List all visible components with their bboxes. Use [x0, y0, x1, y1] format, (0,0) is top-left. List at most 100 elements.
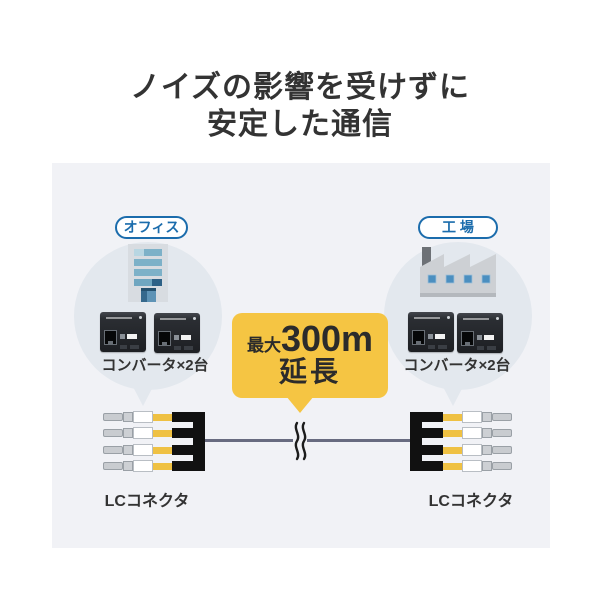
converter-detail	[477, 335, 482, 340]
converter-detail	[487, 346, 496, 350]
lc-connector-icon	[103, 427, 205, 439]
converter-label-chip	[484, 335, 494, 340]
converter-count-label: コンバータ×2台	[403, 357, 511, 374]
factory-halo-tail	[440, 381, 466, 406]
converter-led	[139, 316, 142, 319]
rj45-port-icon	[158, 331, 171, 346]
lc-fanout-arm	[172, 445, 205, 455]
lc-fanout-arm	[172, 461, 205, 471]
lc-fiber	[153, 462, 172, 470]
lc-connector-label: LCコネクタ	[428, 493, 514, 510]
page-title: ノイズの影響を受けずに 安定した通信	[0, 69, 600, 143]
lc-fanout-arm	[410, 412, 443, 422]
converter-led	[447, 316, 450, 319]
media-converter-icon	[154, 313, 200, 353]
converter-print	[106, 317, 132, 319]
converter-detail	[174, 335, 179, 340]
lc-connector-icon	[410, 411, 512, 423]
lc-fiber	[153, 413, 172, 421]
converter-label-chip	[181, 335, 191, 340]
lc-connector-icon	[103, 460, 205, 472]
lc-body	[133, 411, 153, 423]
media-converter-icon	[100, 312, 146, 352]
converter-label-chip	[435, 334, 445, 339]
media-converter-icon	[408, 312, 454, 352]
lc-fanout-arm	[410, 445, 443, 455]
converter-led	[496, 317, 499, 320]
factory-window	[481, 274, 491, 284]
lc-connector-icon	[103, 444, 205, 456]
lc-boot	[103, 413, 123, 421]
lc-body	[133, 444, 153, 456]
fiber-cable-line	[307, 439, 410, 442]
factory-window	[445, 274, 455, 284]
diagram-panel: オフィス 工 場	[52, 163, 550, 548]
lc-fanout-bar	[193, 412, 205, 470]
lc-boot	[492, 413, 512, 421]
factory-window	[427, 274, 437, 284]
lc-latch	[123, 461, 133, 471]
lc-boot	[492, 462, 512, 470]
lc-fiber	[443, 413, 462, 421]
rj45-port-icon	[461, 331, 474, 346]
converter-print	[414, 317, 440, 319]
lc-connector-icon	[410, 460, 512, 472]
lc-fiber	[443, 446, 462, 454]
building-window	[134, 279, 162, 286]
title-line-1: ノイズの影響を受けずに	[129, 71, 471, 104]
factory-label-pill: 工 場	[418, 216, 498, 239]
max-prefix: 最大	[246, 336, 281, 355]
lc-boot	[492, 429, 512, 437]
lc-latch	[123, 428, 133, 438]
lc-fiber	[153, 446, 172, 454]
max-suffix: 延長	[278, 356, 341, 387]
lc-fanout-bar	[410, 412, 422, 470]
building-window	[134, 249, 162, 256]
converter-detail	[438, 345, 447, 349]
lc-fanout-arm	[172, 412, 205, 422]
lc-fiber	[443, 462, 462, 470]
converter-led	[193, 317, 196, 320]
factory-window	[463, 274, 473, 284]
max-value: 300m	[280, 318, 374, 359]
lc-connector-icon	[410, 444, 512, 456]
rj45-port-icon	[104, 330, 117, 345]
lc-connector-icon	[410, 427, 512, 439]
converter-detail	[477, 346, 484, 350]
cable-break-icon	[294, 421, 307, 461]
building-window	[134, 259, 162, 266]
building-door	[141, 288, 156, 302]
lc-boot	[103, 446, 123, 454]
factory-icon	[420, 247, 496, 297]
lc-latch	[123, 412, 133, 422]
converter-print	[160, 318, 186, 320]
lc-fanout-arm	[172, 428, 205, 438]
title-line-2: 安定した通信	[207, 108, 393, 141]
converter-detail	[120, 334, 125, 339]
lc-latch	[482, 428, 492, 438]
lc-boot	[103, 429, 123, 437]
building-window	[134, 269, 162, 276]
lc-body	[462, 411, 482, 423]
converter-detail	[120, 345, 127, 349]
converter-detail	[184, 346, 193, 350]
max-length-bubble-tail	[286, 396, 314, 413]
converter-detail	[130, 345, 139, 349]
lc-latch	[482, 412, 492, 422]
factory-body	[420, 254, 496, 297]
office-building-icon	[128, 244, 168, 302]
fiber-cable-line	[202, 439, 293, 442]
lc-boot	[103, 462, 123, 470]
lc-connector-label: LCコネクタ	[104, 493, 190, 510]
lc-body	[462, 427, 482, 439]
lc-fiber	[443, 429, 462, 437]
converter-detail	[428, 345, 435, 349]
rj45-port-icon	[412, 330, 425, 345]
lc-body	[133, 427, 153, 439]
lc-body	[133, 460, 153, 472]
converter-count-label: コンバータ×2台	[101, 357, 209, 374]
converter-detail	[174, 346, 181, 350]
factory-chimney	[422, 247, 431, 269]
